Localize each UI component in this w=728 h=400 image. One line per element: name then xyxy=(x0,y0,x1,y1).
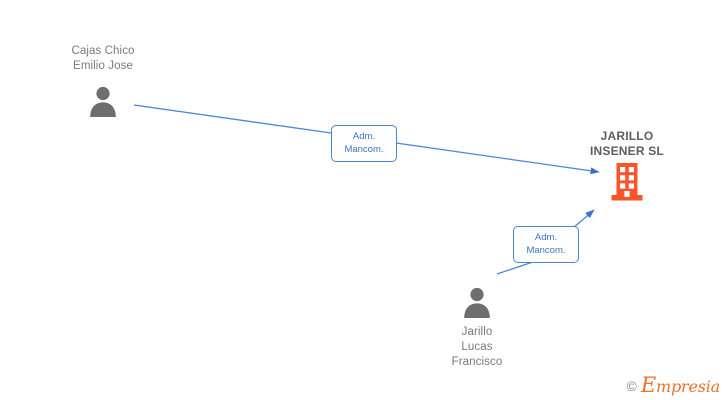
empresia-watermark: © Empresia xyxy=(626,375,721,396)
empresia-logo-initial: E xyxy=(640,373,656,397)
edge-label-adm-mancom-1[interactable]: Adm. Mancom. xyxy=(331,125,397,162)
copyright-icon: © xyxy=(626,377,637,394)
person-name-label: Jarillo Lucas Francisco xyxy=(451,326,503,368)
edge-label-adm-mancom-2[interactable]: Adm. Mancom. xyxy=(513,226,579,263)
empresia-logo-text: mpresia xyxy=(656,377,720,396)
empresia-logo: Empresia xyxy=(641,375,720,396)
company-name-label: JARILLO INSENER SL xyxy=(589,129,664,158)
node-company-jarillo-insener[interactable]: JARILLO INSENER SL xyxy=(552,129,702,202)
building-icon xyxy=(611,163,643,201)
node-person-cajas-chico[interactable]: Cajas Chico Emilio Jose xyxy=(33,44,173,117)
person-name-label: Cajas Chico Emilio Jose xyxy=(71,45,135,72)
node-person-jarillo-lucas[interactable]: Jarillo Lucas Francisco xyxy=(407,284,547,370)
person-icon xyxy=(464,287,490,318)
person-icon xyxy=(90,86,116,117)
